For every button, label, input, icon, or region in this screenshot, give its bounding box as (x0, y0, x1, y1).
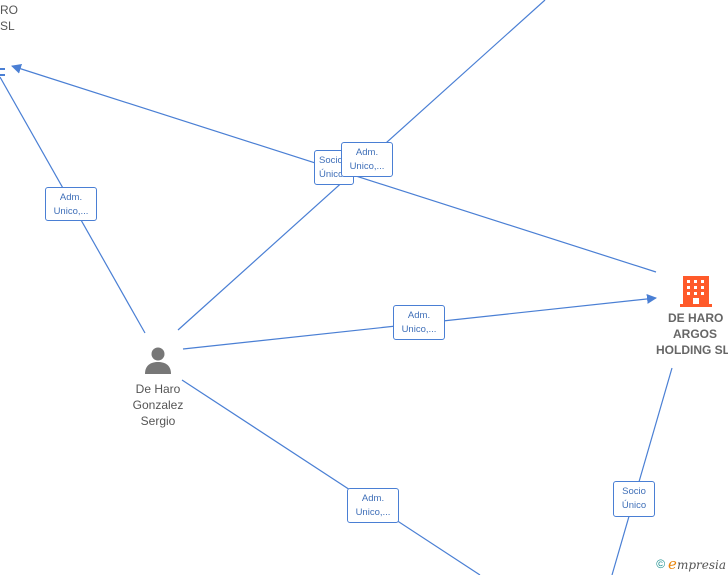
company-label-line3: HOLDING SL (656, 343, 728, 357)
edge-label-adm-top-line1: Adm. (355, 147, 379, 158)
company-label-line1: DE HARO (668, 311, 724, 325)
person-label-line3: Sergio (140, 414, 176, 428)
building-icon[interactable] (680, 276, 712, 307)
edge-label-adm-bottom-line1: Adm. (361, 493, 385, 504)
edge-label-adm-bottom-line2: Unico,... (355, 507, 391, 518)
person-icon[interactable] (145, 347, 171, 375)
edge-label-adm-top-line2: Unico,... (349, 161, 385, 172)
edge-company-to-bottom (611, 367, 673, 575)
edge-label-adm-left[interactable]: Adm. Unico,... (45, 187, 97, 221)
empresia-logo: empresia (668, 555, 726, 573)
edge-person-to-bottom (181, 379, 481, 575)
company-label[interactable]: DE HARO ARGOS HOLDING SL (652, 310, 728, 358)
edge-label-adm-mid-line1: Adm. (407, 310, 431, 321)
topleft-company-label[interactable]: RO SL (0, 2, 20, 34)
person-label-line1: De Haro (135, 382, 181, 396)
edge-label-socio-right-line1: Socio (622, 486, 646, 497)
person-label-line2: Gonzalez (132, 398, 184, 412)
edge-label-socio-top-line2: Único (319, 169, 344, 180)
edge-label-adm-mid[interactable]: Adm. Unico,... (393, 305, 445, 340)
edge-label-socio-top-line1: Socio (319, 155, 343, 166)
edge-label-socio-right[interactable]: Socio Único (613, 481, 655, 517)
footer-brand: © empresia (656, 555, 726, 573)
edge-label-adm-mid-line2: Unico,... (401, 324, 437, 335)
edge-label-socio-right-line2: Único (621, 500, 647, 511)
edge-label-adm-top[interactable]: Adm. Unico,... (341, 142, 393, 177)
company-label-line2: ARGOS (673, 327, 718, 341)
edge-label-adm-left-line1: Adm. (59, 192, 83, 203)
copyright-symbol: © (656, 557, 666, 571)
topleft-company-icon[interactable] (0, 68, 5, 76)
topleft-company-label-line1: RO (0, 3, 18, 17)
person-label[interactable]: De Haro Gonzalez Sergio (118, 381, 198, 429)
topleft-company-label-line2: SL (0, 19, 15, 33)
edge-label-adm-bottom[interactable]: Adm. Unico,... (347, 488, 399, 523)
edge-label-adm-left-line2: Unico,... (53, 206, 89, 217)
